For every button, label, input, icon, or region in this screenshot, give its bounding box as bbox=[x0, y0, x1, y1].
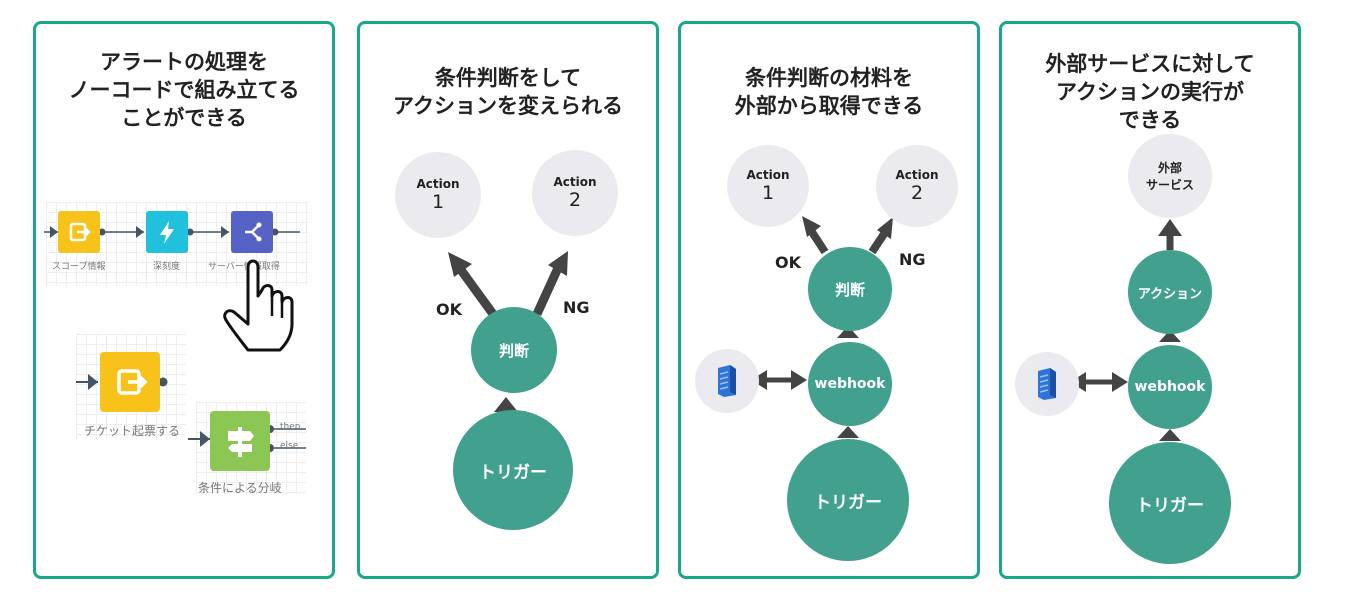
branch-label-else: else bbox=[280, 441, 299, 451]
action-number: 1 bbox=[431, 191, 445, 213]
title-line: 条件判断をして bbox=[434, 66, 582, 90]
panel-title: 外部サービスに対して アクションの実行が できる bbox=[1002, 50, 1298, 134]
action-number: 2 bbox=[568, 189, 582, 211]
action1-node: Action 1 bbox=[395, 152, 481, 238]
server-icon bbox=[718, 365, 736, 397]
trigger-node: トリガー bbox=[787, 439, 909, 561]
external-line: 外部 bbox=[1157, 161, 1182, 175]
title-line: アクションを変えられる bbox=[393, 94, 623, 118]
panel-alert-processing: アラートの処理を ノーコードで組み立てる ことができる bbox=[33, 21, 335, 579]
title-line: 外部から取得できる bbox=[734, 94, 924, 118]
ok-label: OK bbox=[775, 253, 801, 272]
trigger-label: トリガー bbox=[814, 492, 882, 513]
bolt-icon bbox=[160, 221, 174, 244]
decision-label: 判断 bbox=[498, 341, 529, 360]
decision-label: 判断 bbox=[834, 280, 865, 299]
server-node bbox=[695, 349, 759, 413]
panel-external-service: 外部サービスに対して アクションの実行が できる 外部 サービス アクション w… bbox=[999, 21, 1301, 579]
panel-title: 条件判断をして アクションを変えられる bbox=[360, 64, 656, 120]
ng-label: NG bbox=[563, 298, 590, 317]
title-line: アクションの実行が bbox=[1056, 80, 1244, 104]
ticket-block bbox=[100, 352, 160, 412]
action-label: Action bbox=[416, 177, 460, 191]
title-line: ことができる bbox=[121, 106, 247, 130]
decision-node: 判断 bbox=[808, 247, 892, 331]
zoom-label-condition: 条件による分岐 bbox=[198, 481, 282, 495]
panel-title: 条件判断の材料を 外部から取得できる bbox=[681, 64, 977, 120]
condition-block bbox=[210, 411, 270, 471]
action-label: Action bbox=[553, 175, 597, 189]
trigger-label: トリガー bbox=[479, 462, 547, 483]
action1-node: Action 1 bbox=[727, 145, 809, 227]
action2-node: Action 2 bbox=[876, 145, 958, 227]
signpost-icon bbox=[228, 427, 254, 457]
panel-conditional-action: 条件判断をして アクションを変えられる Action 1 Action 2 OK… bbox=[357, 21, 659, 579]
external-line: サービス bbox=[1145, 178, 1194, 192]
action-number: 2 bbox=[910, 182, 924, 204]
decision-node: 判断 bbox=[471, 307, 557, 393]
pointing-hand-icon bbox=[223, 259, 294, 352]
severity-block bbox=[146, 211, 188, 253]
server-node bbox=[1015, 352, 1079, 416]
title-line: アラートの処理を bbox=[100, 50, 268, 74]
panel-external-data: 条件判断の材料を 外部から取得できる Action 1 Action 2 OK … bbox=[678, 21, 980, 579]
webhook-node: webhook bbox=[808, 342, 892, 426]
trigger-node: トリガー bbox=[453, 410, 573, 530]
export-icon bbox=[117, 369, 148, 395]
webhook-label: webhook bbox=[814, 376, 886, 392]
panel2-arrows bbox=[448, 251, 568, 412]
title-line: 条件判断の材料を bbox=[745, 66, 913, 90]
action2-node: Action 2 bbox=[532, 150, 618, 236]
branch-icon bbox=[245, 222, 262, 242]
title-line: ノーコードで組み立てる bbox=[68, 78, 300, 102]
branch-label-then: then bbox=[280, 422, 301, 432]
ok-label: OK bbox=[436, 300, 462, 319]
zoom-label-ticket: チケット起票する bbox=[84, 424, 181, 438]
panel-title: アラートの処理を ノーコードで組み立てる ことができる bbox=[36, 48, 332, 132]
title-line: できる bbox=[1118, 108, 1182, 132]
ng-label: NG bbox=[899, 250, 926, 269]
server-icon bbox=[1038, 368, 1056, 400]
panel3-arrows bbox=[751, 216, 893, 438]
webhook-node: webhook bbox=[1128, 345, 1212, 429]
action-label: Action bbox=[746, 168, 790, 182]
webhook-label: webhook bbox=[1134, 379, 1206, 395]
flow-label-severity: 深刻度 bbox=[153, 262, 181, 272]
flow-label-scope: スコープ情報 bbox=[52, 262, 106, 272]
zoom-connectors bbox=[76, 374, 306, 452]
trigger-node: トリガー bbox=[1109, 442, 1231, 564]
action-number: 1 bbox=[761, 182, 775, 204]
server-info-block bbox=[231, 211, 273, 253]
workflow-connectors bbox=[44, 226, 300, 238]
export-icon bbox=[69, 222, 91, 242]
action-label: アクション bbox=[1137, 286, 1203, 302]
external-service-node: 外部 サービス bbox=[1128, 134, 1212, 218]
title-line: 外部サービスに対して bbox=[1045, 52, 1255, 76]
flow-label-server: サーバー情報取得 bbox=[208, 262, 280, 272]
action-label: Action bbox=[895, 168, 939, 182]
trigger-label: トリガー bbox=[1136, 495, 1204, 516]
action-node: アクション bbox=[1128, 250, 1212, 334]
scope-info-block bbox=[58, 211, 100, 253]
